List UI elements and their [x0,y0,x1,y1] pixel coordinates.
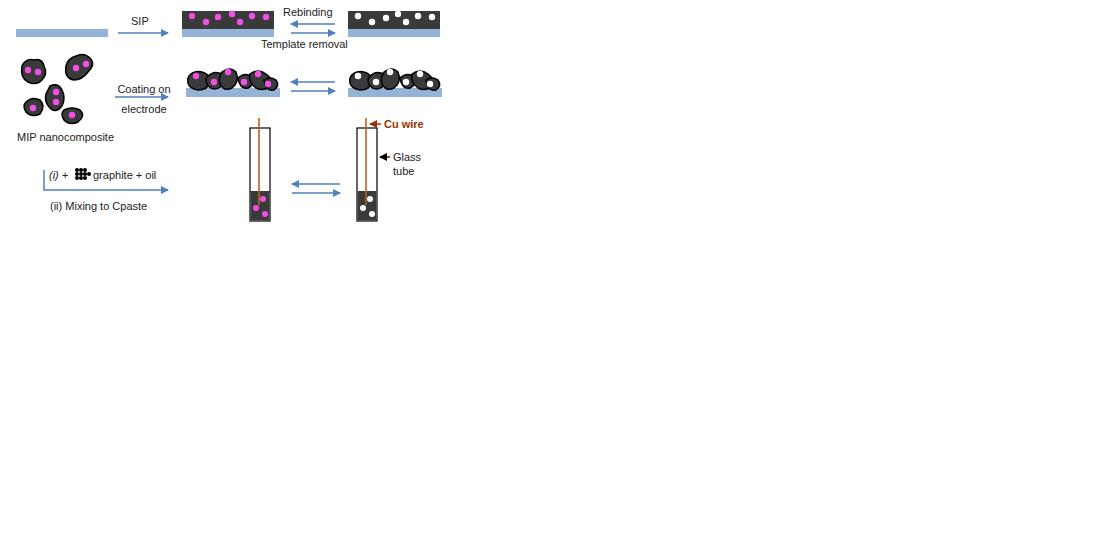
step-label: Rebinding [283,6,333,19]
process-arrow [292,183,340,185]
coated-particles [188,69,278,90]
process-arrow [115,96,168,98]
electrode-substrate [348,29,440,37]
component-label: MIP nanocomposite [17,131,114,144]
template-dots [189,11,269,25]
electrode-substrate [16,29,108,37]
cu-wire [258,118,260,205]
mip-film [348,11,440,29]
process-arrow [291,23,335,25]
template-dots [25,61,89,118]
template-dots [253,196,268,217]
component-label: graphite + oil [93,169,156,182]
part-label: Cu wire [384,118,424,131]
step-label: SIP [131,15,149,28]
cu-wire [365,118,367,205]
step-label: Coating on electrode [113,79,175,119]
cavity-dots [360,196,375,217]
carbon-paste [358,191,377,220]
glass-tube [357,128,377,221]
template-dots [193,69,271,87]
process-arrow [291,32,335,34]
step-label: Template removal [261,38,348,51]
leader-arrow [380,156,390,157]
process-arrow [291,90,335,92]
cavity-dots [355,69,433,87]
leader-arrow [370,123,381,125]
carbon-paste [251,191,270,220]
graphite-icon [75,168,91,180]
process-arrow [44,170,168,190]
cavity-dots [355,11,435,25]
step-label: (ii) Mixing to Cpaste [50,200,147,213]
process-arrow [118,32,168,34]
step-label: (i) + [49,169,68,182]
mip-film [182,11,274,29]
glass-tube [250,128,270,221]
electrode-substrate [182,29,274,37]
process-arrow [292,192,340,194]
coated-particles [350,69,440,90]
process-arrow [291,81,335,83]
nanocomposite-particles [22,54,93,123]
part-label: Glass tube [393,150,433,178]
